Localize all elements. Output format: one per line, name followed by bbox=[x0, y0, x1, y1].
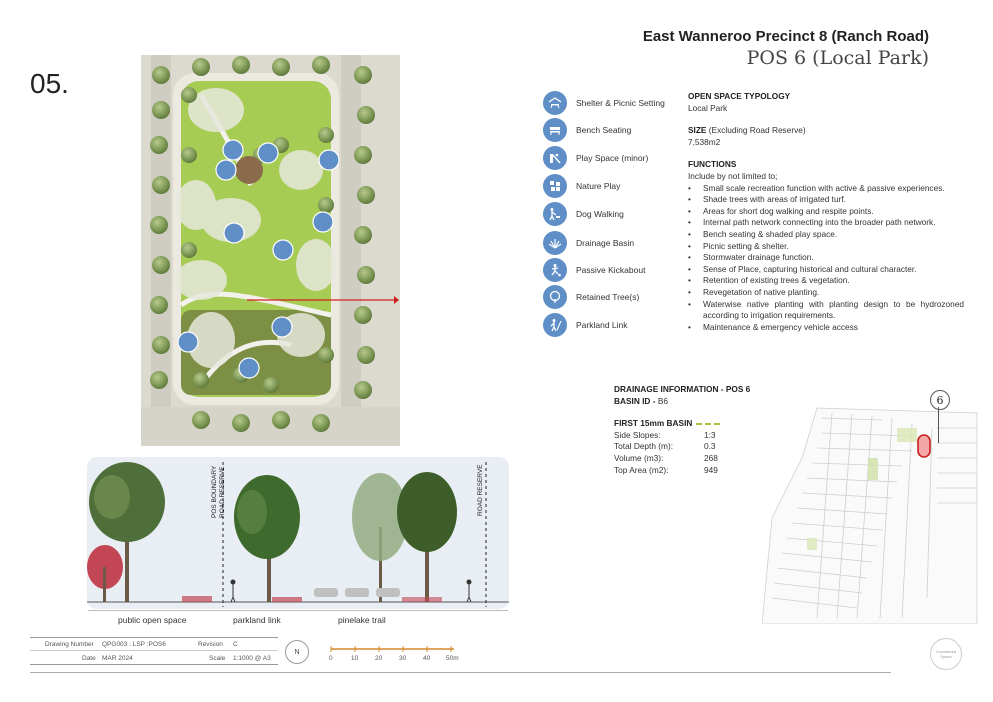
typology-heading: OPEN SPACE TYPOLOGY bbox=[688, 91, 791, 101]
page-subtitle: POS 6 (Local Park) bbox=[746, 47, 929, 69]
drawing-number: QPG003 : LSP :POS6 bbox=[102, 641, 166, 648]
size-value: 7,538m2 bbox=[688, 136, 721, 147]
legend-item: Retained Tree(s) bbox=[543, 285, 639, 309]
nature-play-icon bbox=[543, 174, 567, 198]
parkland-link-icon bbox=[543, 313, 567, 337]
functions-list: Small scale recreation function with act… bbox=[688, 183, 964, 334]
legend-item: Bench Seating bbox=[543, 118, 631, 142]
legend-item: Shelter & Picnic Setting bbox=[543, 91, 665, 115]
title-block-rule bbox=[30, 664, 278, 665]
scale-bar bbox=[330, 646, 454, 652]
scale-tick: 10 bbox=[351, 655, 359, 662]
key-map-leader bbox=[938, 407, 939, 443]
dog-walking-icon bbox=[543, 202, 567, 226]
revision: C bbox=[233, 641, 238, 648]
typology-value: Local Park bbox=[688, 102, 728, 113]
key-map bbox=[762, 407, 978, 624]
legend-label: Passive Kickabout bbox=[576, 265, 646, 275]
legend-item: Dog Walking bbox=[543, 202, 624, 226]
scale-tick: 40 bbox=[423, 655, 431, 662]
play-space-icon bbox=[543, 146, 567, 170]
section-elevation bbox=[87, 457, 509, 609]
legend-label: Shelter & Picnic Setting bbox=[576, 98, 665, 108]
north-arrow: N bbox=[285, 640, 309, 664]
revision-label: Revision bbox=[198, 641, 223, 648]
scale-tick: 50m bbox=[446, 655, 459, 662]
retained-tree-icon bbox=[543, 285, 567, 309]
key-map-marker: 6 bbox=[930, 390, 950, 410]
basin-id-value: B6 bbox=[657, 395, 668, 406]
list-item: Maintenance & emergency vehicle access bbox=[688, 322, 964, 334]
list-item: Areas for short dog walking and respite … bbox=[688, 206, 964, 218]
drainage-info: DRAINAGE INFORMATION - POS 6 BASIN ID - … bbox=[614, 384, 750, 476]
size-heading: SIZE bbox=[688, 125, 707, 136]
title-block-rule bbox=[30, 650, 278, 651]
functions-intro: Include by not limited to; bbox=[688, 170, 778, 181]
scale-tick: 20 bbox=[375, 655, 383, 662]
shelter-picnic-icon bbox=[543, 91, 567, 115]
list-item: Stormwater drainage function. bbox=[688, 252, 964, 264]
section-baseline bbox=[88, 610, 508, 611]
footer-rule bbox=[30, 672, 891, 673]
section-label: public open space bbox=[118, 615, 187, 625]
legend-label: Parkland Link bbox=[576, 320, 628, 330]
basin-dash-line bbox=[696, 423, 721, 425]
scale-tick: 0 bbox=[329, 655, 333, 662]
list-item: Bench seating & shaded play space. bbox=[688, 229, 964, 241]
list-item: Waterwise native planting with planting … bbox=[688, 299, 964, 322]
date: MAR 2024 bbox=[102, 655, 133, 662]
list-item: Retention of existing trees & vegetation… bbox=[688, 275, 964, 287]
legend-label: Play Space (minor) bbox=[576, 153, 649, 163]
bench-icon bbox=[543, 118, 567, 142]
drainage-row: Top Area (m2):949 bbox=[614, 464, 718, 475]
drainage-row: Side Slopes:1:3 bbox=[614, 429, 716, 440]
park-plan bbox=[141, 55, 400, 446]
legend-label: Bench Seating bbox=[576, 125, 632, 135]
legend-label: Retained Tree(s) bbox=[576, 292, 640, 302]
drainage-row: Total Depth (m):0.3 bbox=[614, 441, 716, 452]
page-number: 05. bbox=[30, 68, 69, 99]
list-item: Internal path network connecting into th… bbox=[688, 217, 964, 229]
page-title: East Wanneroo Precinct 8 (Ranch Road) bbox=[642, 28, 929, 45]
legend-label: Nature Play bbox=[576, 181, 621, 191]
list-item: Sense of Place, capturing historical and… bbox=[688, 264, 964, 276]
scale: 1:1000 @ A3 bbox=[233, 655, 271, 662]
drawing-number-label: Drawing Number bbox=[45, 641, 94, 648]
list-item: Picnic setting & shelter. bbox=[688, 241, 964, 253]
title-block-rule bbox=[30, 637, 278, 638]
legend-item: Play Space (minor) bbox=[543, 146, 648, 170]
size-note: (Excluding Road Reserve) bbox=[708, 125, 806, 136]
list-item: Small scale recreation function with act… bbox=[688, 183, 964, 195]
functions-heading: FUNCTIONS bbox=[688, 159, 737, 170]
list-item: Revegetation of native planting. bbox=[688, 287, 964, 299]
legend-item: Passive Kickabout bbox=[543, 258, 645, 282]
road-reserve-label: ROAD RESERVE bbox=[477, 464, 484, 516]
first-basin-label: FIRST 15mm BASIN bbox=[614, 418, 693, 429]
date-label: Date bbox=[82, 655, 96, 662]
legend-item: Parkland Link bbox=[543, 313, 628, 337]
scale-label: Scale bbox=[209, 655, 226, 662]
drainage-basin-icon bbox=[543, 231, 567, 255]
legend-label: Dog Walking bbox=[576, 209, 624, 219]
basin-id-label: BASIN ID - bbox=[614, 395, 656, 406]
scale-tick: 30 bbox=[399, 655, 407, 662]
legend-label: Drainage Basin bbox=[576, 238, 635, 248]
open-space-info: OPEN SPACE TYPOLOGY Local Park SIZE (Exc… bbox=[688, 91, 964, 333]
section-label: parkland link bbox=[233, 615, 281, 625]
list-item: Shade trees with areas of irrigated turf… bbox=[688, 194, 964, 206]
passive-kickabout-icon bbox=[543, 258, 567, 282]
section-label: pinelake trail bbox=[338, 615, 386, 625]
pos-boundary-label: POS BOUNDARY ROAD RESERVE bbox=[211, 465, 226, 518]
legend-item: Nature Play bbox=[543, 174, 620, 198]
company-logo: Considered Space bbox=[930, 638, 962, 670]
legend-item: Drainage Basin bbox=[543, 231, 634, 255]
drainage-row: Volume (m3):268 bbox=[614, 452, 718, 463]
drainage-heading: DRAINAGE INFORMATION - POS 6 bbox=[614, 384, 751, 394]
